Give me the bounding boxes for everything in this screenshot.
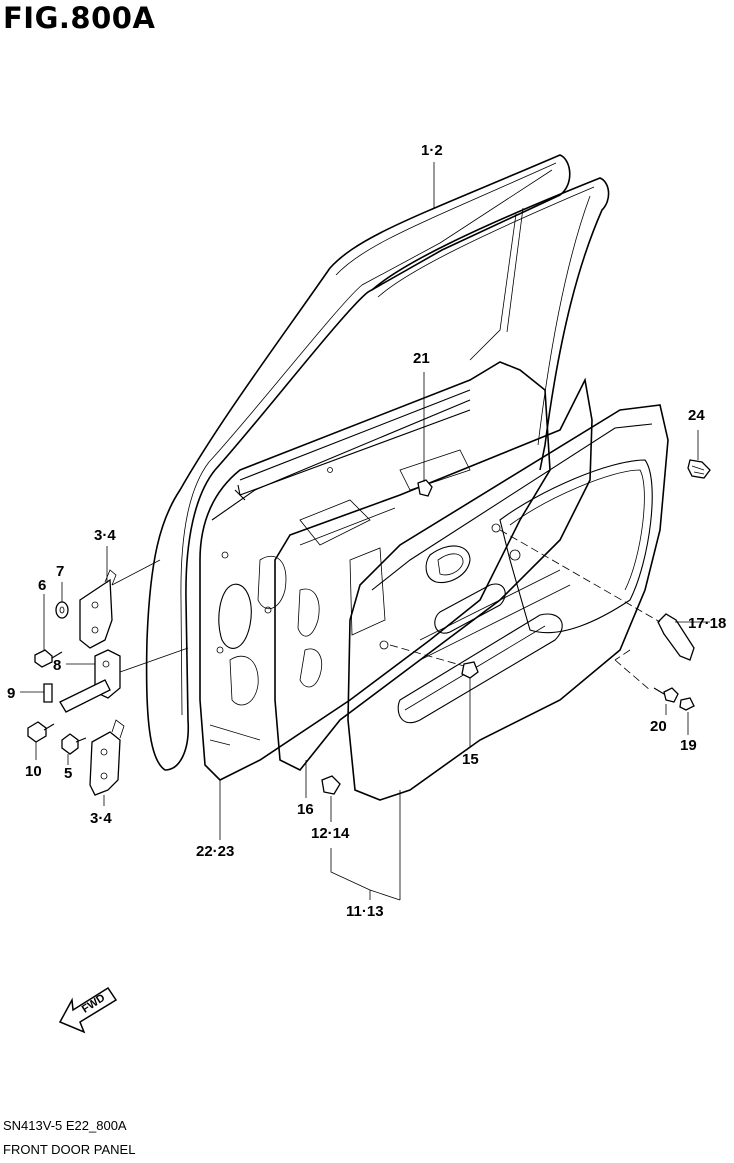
- leader-lines: [20, 162, 710, 901]
- callout-16: 16: [297, 801, 314, 818]
- pin-9: [43, 683, 53, 703]
- callout-17-18: 17·18: [688, 615, 726, 632]
- diagram-code: SN413V-5 E22_800A: [3, 1118, 127, 1133]
- pull-handle-17-18: [657, 613, 695, 661]
- weatherstrip-1-2: [145, 154, 610, 771]
- diagram-caption: FRONT DOOR PANEL: [3, 1142, 136, 1157]
- callout-11-13: 11·13: [346, 903, 384, 920]
- door-shell-22-23: [199, 361, 551, 781]
- callout-8: 8: [53, 657, 61, 674]
- callout-6: 6: [38, 577, 46, 594]
- cap-19: [679, 697, 695, 711]
- door-trim-panel-11-13: [347, 404, 669, 801]
- callout-7: 7: [56, 563, 64, 580]
- bolt-6: [34, 649, 63, 668]
- callout-5: 5: [64, 765, 72, 782]
- callout-19: 19: [680, 737, 697, 754]
- clip-12-14: [321, 775, 341, 795]
- hinge-body-8: [59, 649, 121, 713]
- screw-20: [653, 687, 679, 703]
- bolt-10: [27, 721, 55, 743]
- hinge-lower-3-4: [89, 719, 125, 796]
- callout-3-4-bottom: 3·4: [90, 810, 112, 827]
- callout-24: 24: [688, 407, 705, 424]
- washer-7: [55, 601, 69, 619]
- callout-10: 10: [25, 763, 42, 780]
- callout-15: 15: [462, 751, 479, 768]
- clip-15: [461, 661, 479, 679]
- clip-24: [687, 459, 711, 479]
- fwd-arrow-icon: FWD: [58, 986, 118, 1034]
- callout-21: 21: [413, 350, 430, 367]
- bolt-5: [61, 733, 87, 755]
- figure-title: FIG.800A: [3, 1, 156, 35]
- clip-21: [417, 479, 433, 497]
- callout-1-2: 1·2: [421, 142, 443, 159]
- callout-labels: 1·2 21 24 3·4 6 7 8 9 10 5 3·4 17·18 20 …: [7, 142, 726, 920]
- callout-9: 9: [7, 685, 15, 702]
- hinge-upper-3-4: [79, 569, 117, 649]
- callout-3-4-top: 3·4: [94, 527, 116, 544]
- callout-22-23: 22·23: [196, 843, 234, 860]
- callout-12-14: 12·14: [311, 825, 350, 842]
- callout-20: 20: [650, 718, 667, 735]
